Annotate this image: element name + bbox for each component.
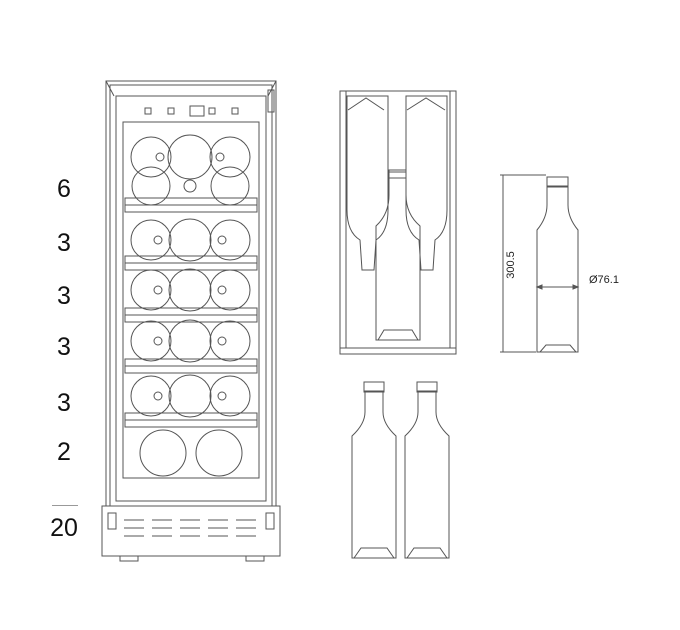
base-grille [101,505,281,557]
bottle-left [351,390,397,559]
diameter-dimension-label: Ø76.1 [589,274,619,286]
foot-left [119,555,139,562]
shelf-1-bottles [130,134,251,206]
total-separator [52,505,78,506]
tray-bottle-center [375,171,421,341]
top-hinge-block [267,89,275,113]
control-button-2 [167,107,175,115]
door-frame [115,95,267,502]
shelf-tray-outline [339,90,457,355]
shelf-2-bottles [130,218,251,262]
temperature-display [189,105,205,117]
shelf-count-3: 3 [57,282,71,310]
glass-panel [122,121,260,479]
tray-bottle-left [346,95,389,271]
top-hinges [105,80,277,97]
shelf-count-1: 6 [57,175,71,203]
control-button-4 [231,107,239,115]
shelf-count-5: 3 [57,389,71,417]
shelf-section-view [339,90,457,355]
shelf-count-6: 2 [57,438,71,466]
total-bottle-count: 20 [50,514,78,542]
reference-bottle [536,185,579,353]
shelf-count-4: 3 [57,333,71,361]
height-dimension-label: 300.5 [505,251,517,279]
standalone-bottles [351,381,450,559]
control-panel [144,105,239,117]
shelf-3-bottles [130,268,251,312]
shelf-4-bottles [130,319,251,363]
cooler-front-view [101,80,281,562]
bottle-right [404,390,450,559]
ventilation-slots [107,512,275,537]
control-button-1 [144,107,152,115]
shelf-5-bottles [130,374,251,418]
shelf-6-bottles [139,429,243,477]
tray-bottle-right [405,95,448,271]
foot-right [245,555,265,562]
dimensioned-bottle [500,174,580,353]
shelf-count-2: 3 [57,229,71,257]
control-button-3 [208,107,216,115]
